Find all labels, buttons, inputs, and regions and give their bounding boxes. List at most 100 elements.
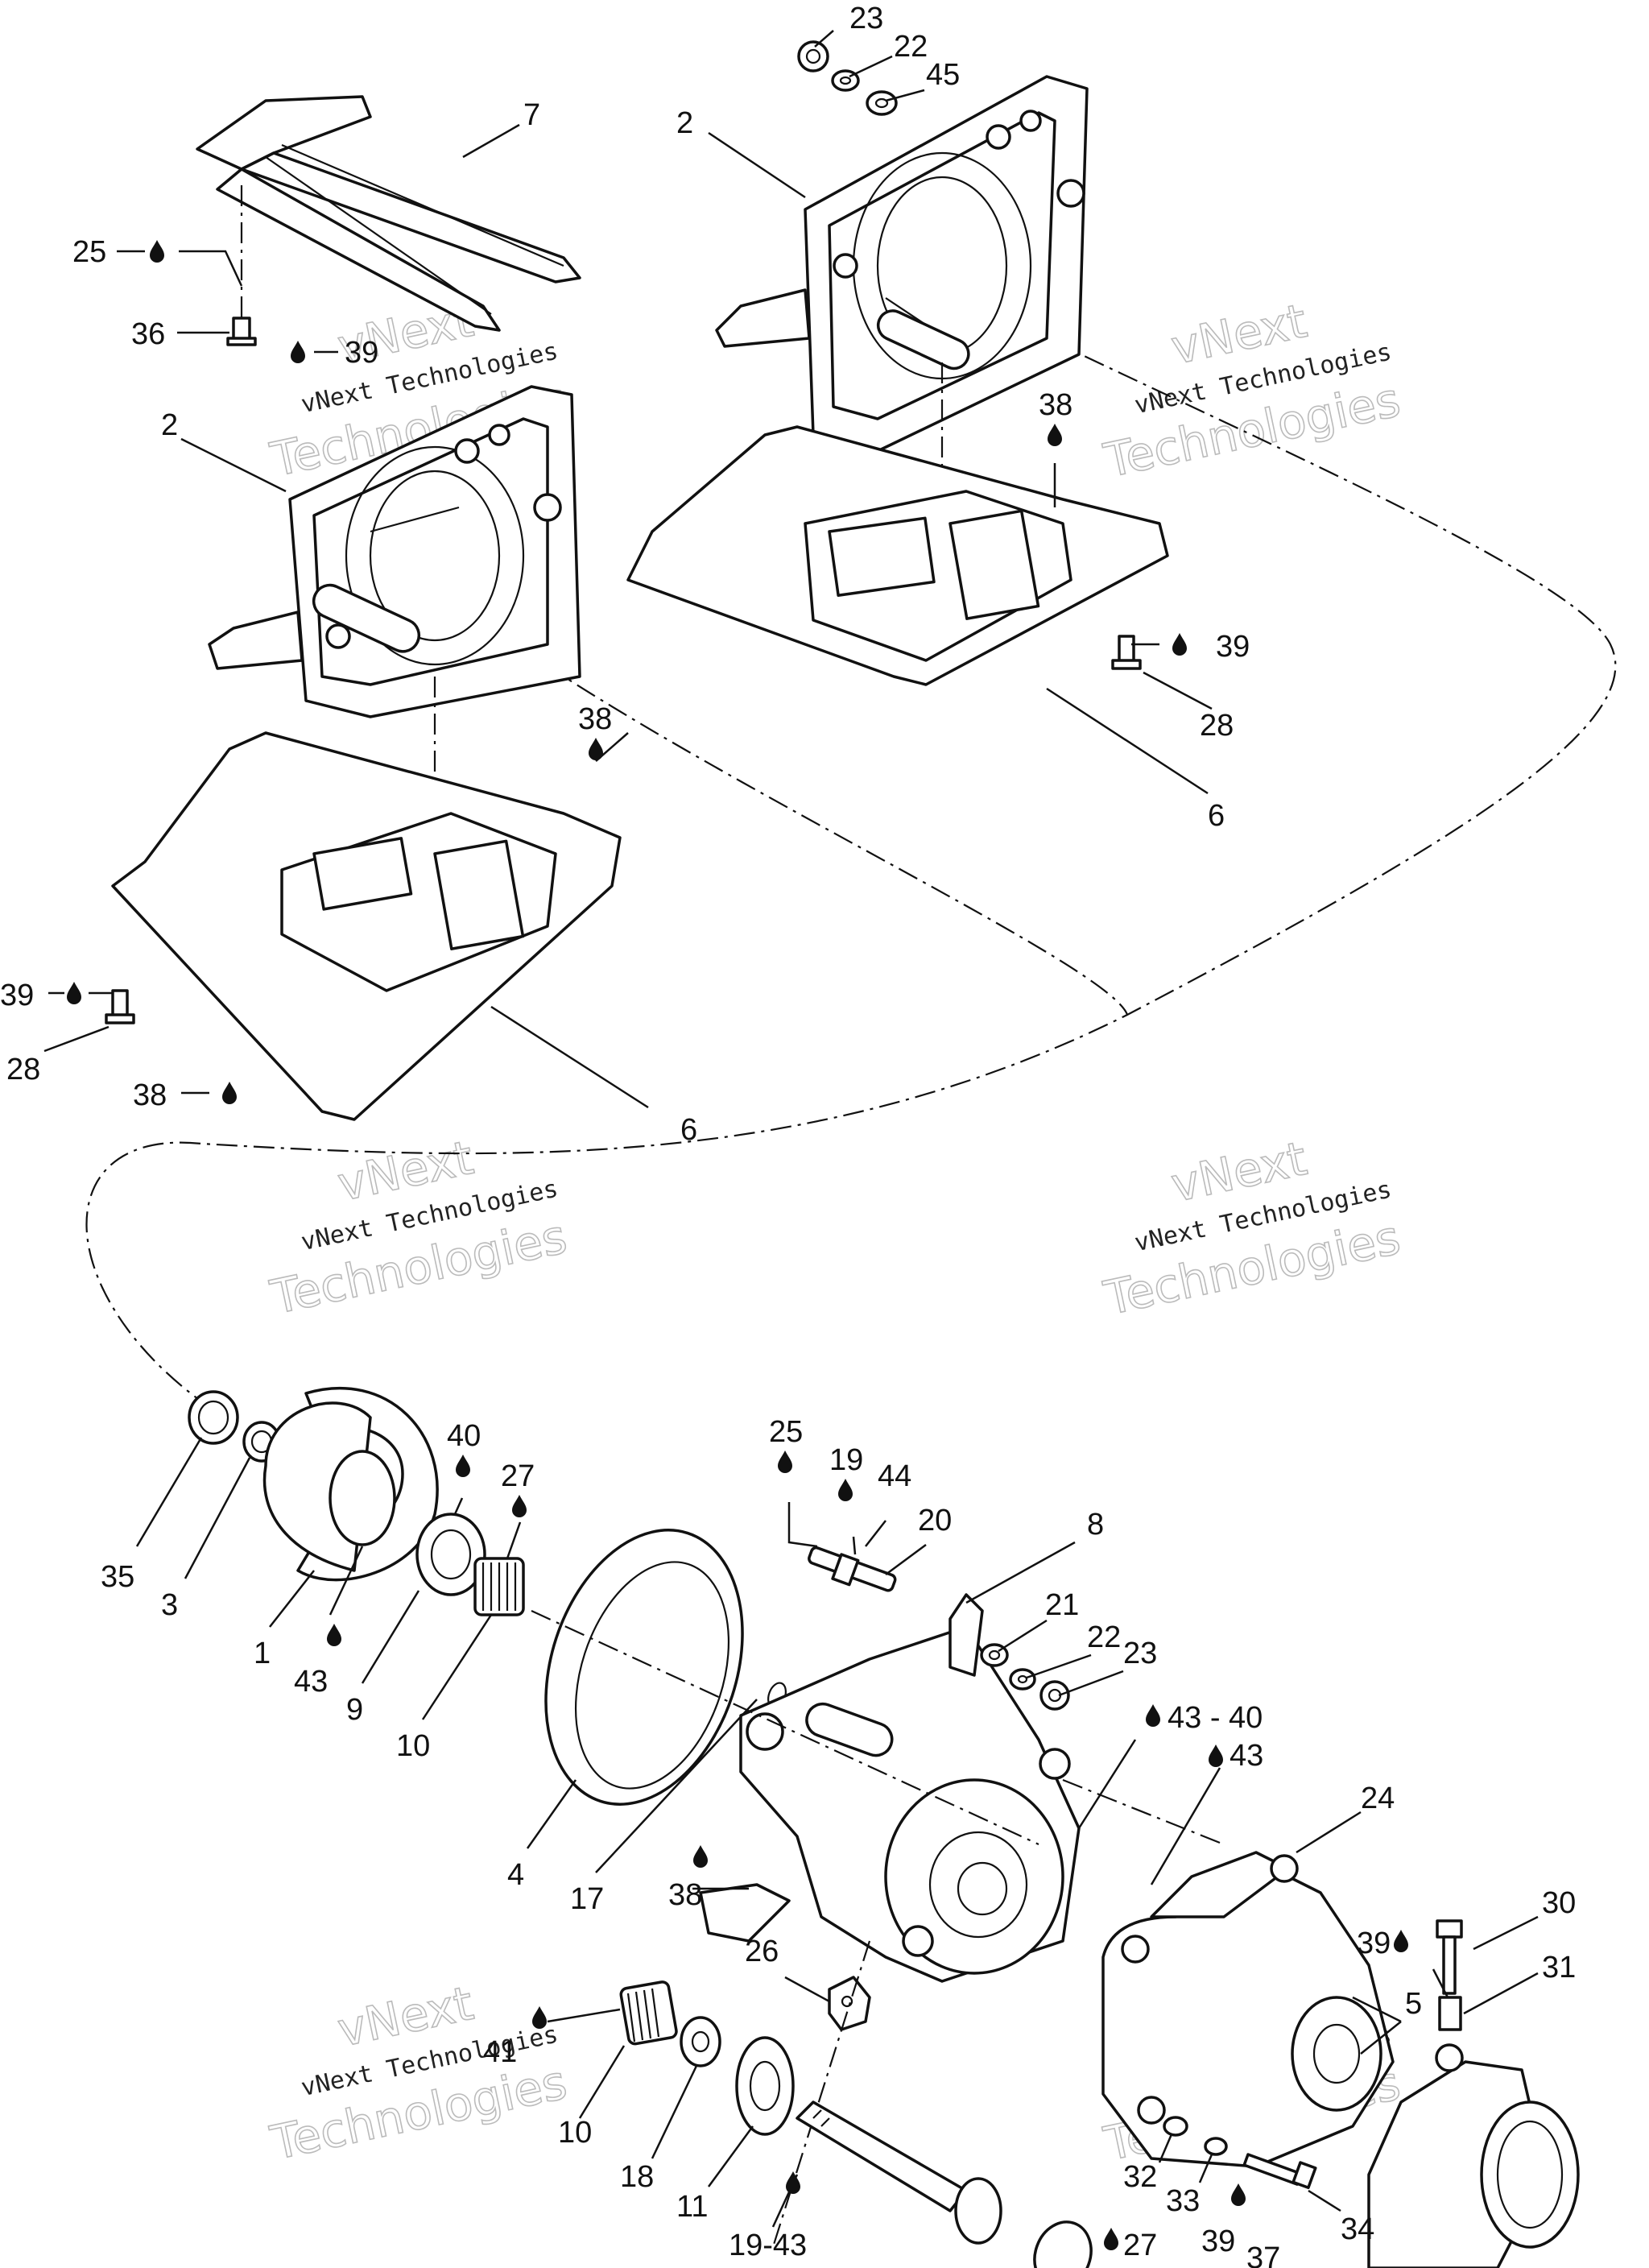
part-10-bearing-bottom — [619, 1980, 678, 2046]
callout-5: 5 — [1405, 1987, 1422, 2021]
watermark-2: vNext vNext Technologies Technologies — [1098, 292, 1405, 489]
callout-3: 3 — [161, 1588, 178, 1622]
callout-19-43: 19-43 — [729, 2229, 807, 2262]
part-28-screw-top — [1111, 635, 1142, 670]
drop-icon — [150, 240, 164, 263]
callout-19: 19 — [829, 1443, 863, 1477]
drop-icon — [589, 738, 603, 760]
drop-icon — [222, 1082, 237, 1104]
part-31-spacer — [1438, 1996, 1462, 2031]
callout-41: 41 — [483, 2035, 517, 2069]
drop-icon — [838, 1479, 853, 1501]
callout-31: 31 — [1542, 1951, 1576, 1984]
callout-39: 39 — [1216, 630, 1250, 664]
part-23-nut-top — [797, 40, 829, 72]
callout-6: 6 — [680, 1113, 697, 1147]
part-9-seal — [415, 1513, 486, 1596]
watermark-5: vNext vNext Technologies Technologies — [265, 1975, 572, 2171]
callout-9: 9 — [346, 1693, 363, 1727]
callout-10: 10 — [558, 2116, 592, 2150]
leader-lines — [43, 30, 1539, 2228]
part-19-shaft — [796, 2100, 1002, 2245]
drop-icon — [1104, 2228, 1118, 2250]
drop-icon — [327, 1624, 341, 1646]
callout-43: 43 — [1230, 1739, 1263, 1773]
watermark-3: vNext vNext Technologies Technologies — [265, 1129, 572, 1326]
callout-24: 24 — [1361, 1782, 1395, 1815]
callout-44: 44 — [878, 1459, 911, 1493]
part-28-screw-left — [105, 989, 135, 1024]
part-22-washer-mid — [1009, 1668, 1036, 1691]
callout-39: 39 — [345, 336, 378, 370]
callout-10: 10 — [396, 1729, 430, 1763]
drop-icon — [1231, 2183, 1246, 2206]
callout-43: 43 — [294, 1665, 328, 1699]
callout-38: 38 — [578, 702, 612, 736]
callout-39: 39 — [1357, 1927, 1391, 1960]
drop-icon — [456, 1455, 470, 1477]
callout-38: 38 — [668, 1878, 702, 1912]
drop-icon — [1172, 633, 1187, 656]
drop-icon — [291, 341, 305, 363]
drop-icon — [1048, 424, 1062, 446]
part-8-pump-housing — [699, 1593, 1081, 1983]
callout-45: 45 — [926, 58, 960, 92]
part-2-housing-left — [208, 385, 581, 718]
callout-37: 37 — [1246, 2241, 1280, 2268]
callout-40: 40 — [447, 1419, 481, 1453]
callout-8: 8 — [1087, 1508, 1104, 1542]
callout-27: 27 — [1123, 2229, 1157, 2262]
callout-32: 32 — [1123, 2160, 1157, 2194]
part-20-stud — [808, 1546, 897, 1592]
part-7-bracket — [196, 95, 581, 332]
callout-25: 25 — [769, 1415, 803, 1449]
part-24-venturi — [1101, 1851, 1395, 2168]
part-4-housing-ring — [544, 1529, 744, 1806]
part-38-plate-left — [111, 731, 622, 1121]
callout-34: 34 — [1341, 2212, 1374, 2246]
callout-23: 23 — [849, 2, 883, 35]
assembly-path-inner — [515, 644, 1129, 1016]
drop-icon — [67, 982, 81, 1004]
callout-39: 39 — [0, 979, 34, 1012]
callout-38: 38 — [133, 1078, 167, 1112]
callout-11: 11 — [676, 2190, 708, 2224]
part-35-cap — [188, 1390, 239, 1445]
callout-38: 38 — [1039, 388, 1072, 422]
callout-39: 39 — [1201, 2225, 1235, 2258]
drop-icon — [512, 1495, 527, 1517]
callout-33: 33 — [1166, 2184, 1200, 2218]
part-10-bearing-top — [473, 1557, 525, 1616]
drop-icon — [1394, 1930, 1408, 1952]
callout-18: 18 — [620, 2160, 654, 2194]
callout-1: 1 — [254, 1637, 271, 1670]
callout-2: 2 — [676, 106, 693, 140]
callout-35: 35 — [101, 1560, 134, 1594]
drop-icon — [693, 1845, 708, 1868]
callout-26: 26 — [745, 1935, 779, 1968]
callout-4: 4 — [507, 1858, 524, 1892]
callout-28: 28 — [1200, 709, 1234, 743]
drop-icon — [1146, 1704, 1160, 1727]
callout-2: 2 — [161, 408, 178, 442]
part-30-bolt — [1436, 1919, 1463, 1995]
callout-21: 21 — [1045, 1588, 1079, 1622]
part-1-wear-ring — [262, 1387, 439, 1582]
part-32-washer — [1163, 2116, 1188, 2137]
callout-23: 23 — [1123, 1637, 1157, 1670]
part-5-nozzle — [1367, 2043, 1580, 2268]
drop-icon — [532, 2006, 547, 2029]
part-33-washer — [1204, 2137, 1228, 2156]
callout-27: 27 — [501, 1459, 535, 1493]
callout-36: 36 — [131, 317, 165, 351]
callout-17: 17 — [570, 1882, 604, 1916]
callout-25: 25 — [72, 235, 106, 269]
part-38-plate-top — [626, 425, 1169, 686]
part-18-washer — [680, 2016, 721, 2067]
callout-43-40: 43 - 40 — [1168, 1701, 1263, 1735]
part-34-bolt — [1242, 2153, 1317, 2190]
callout-20: 20 — [918, 1504, 952, 1538]
callout-28: 28 — [6, 1053, 40, 1086]
assembly-path-loop — [85, 257, 1617, 1402]
